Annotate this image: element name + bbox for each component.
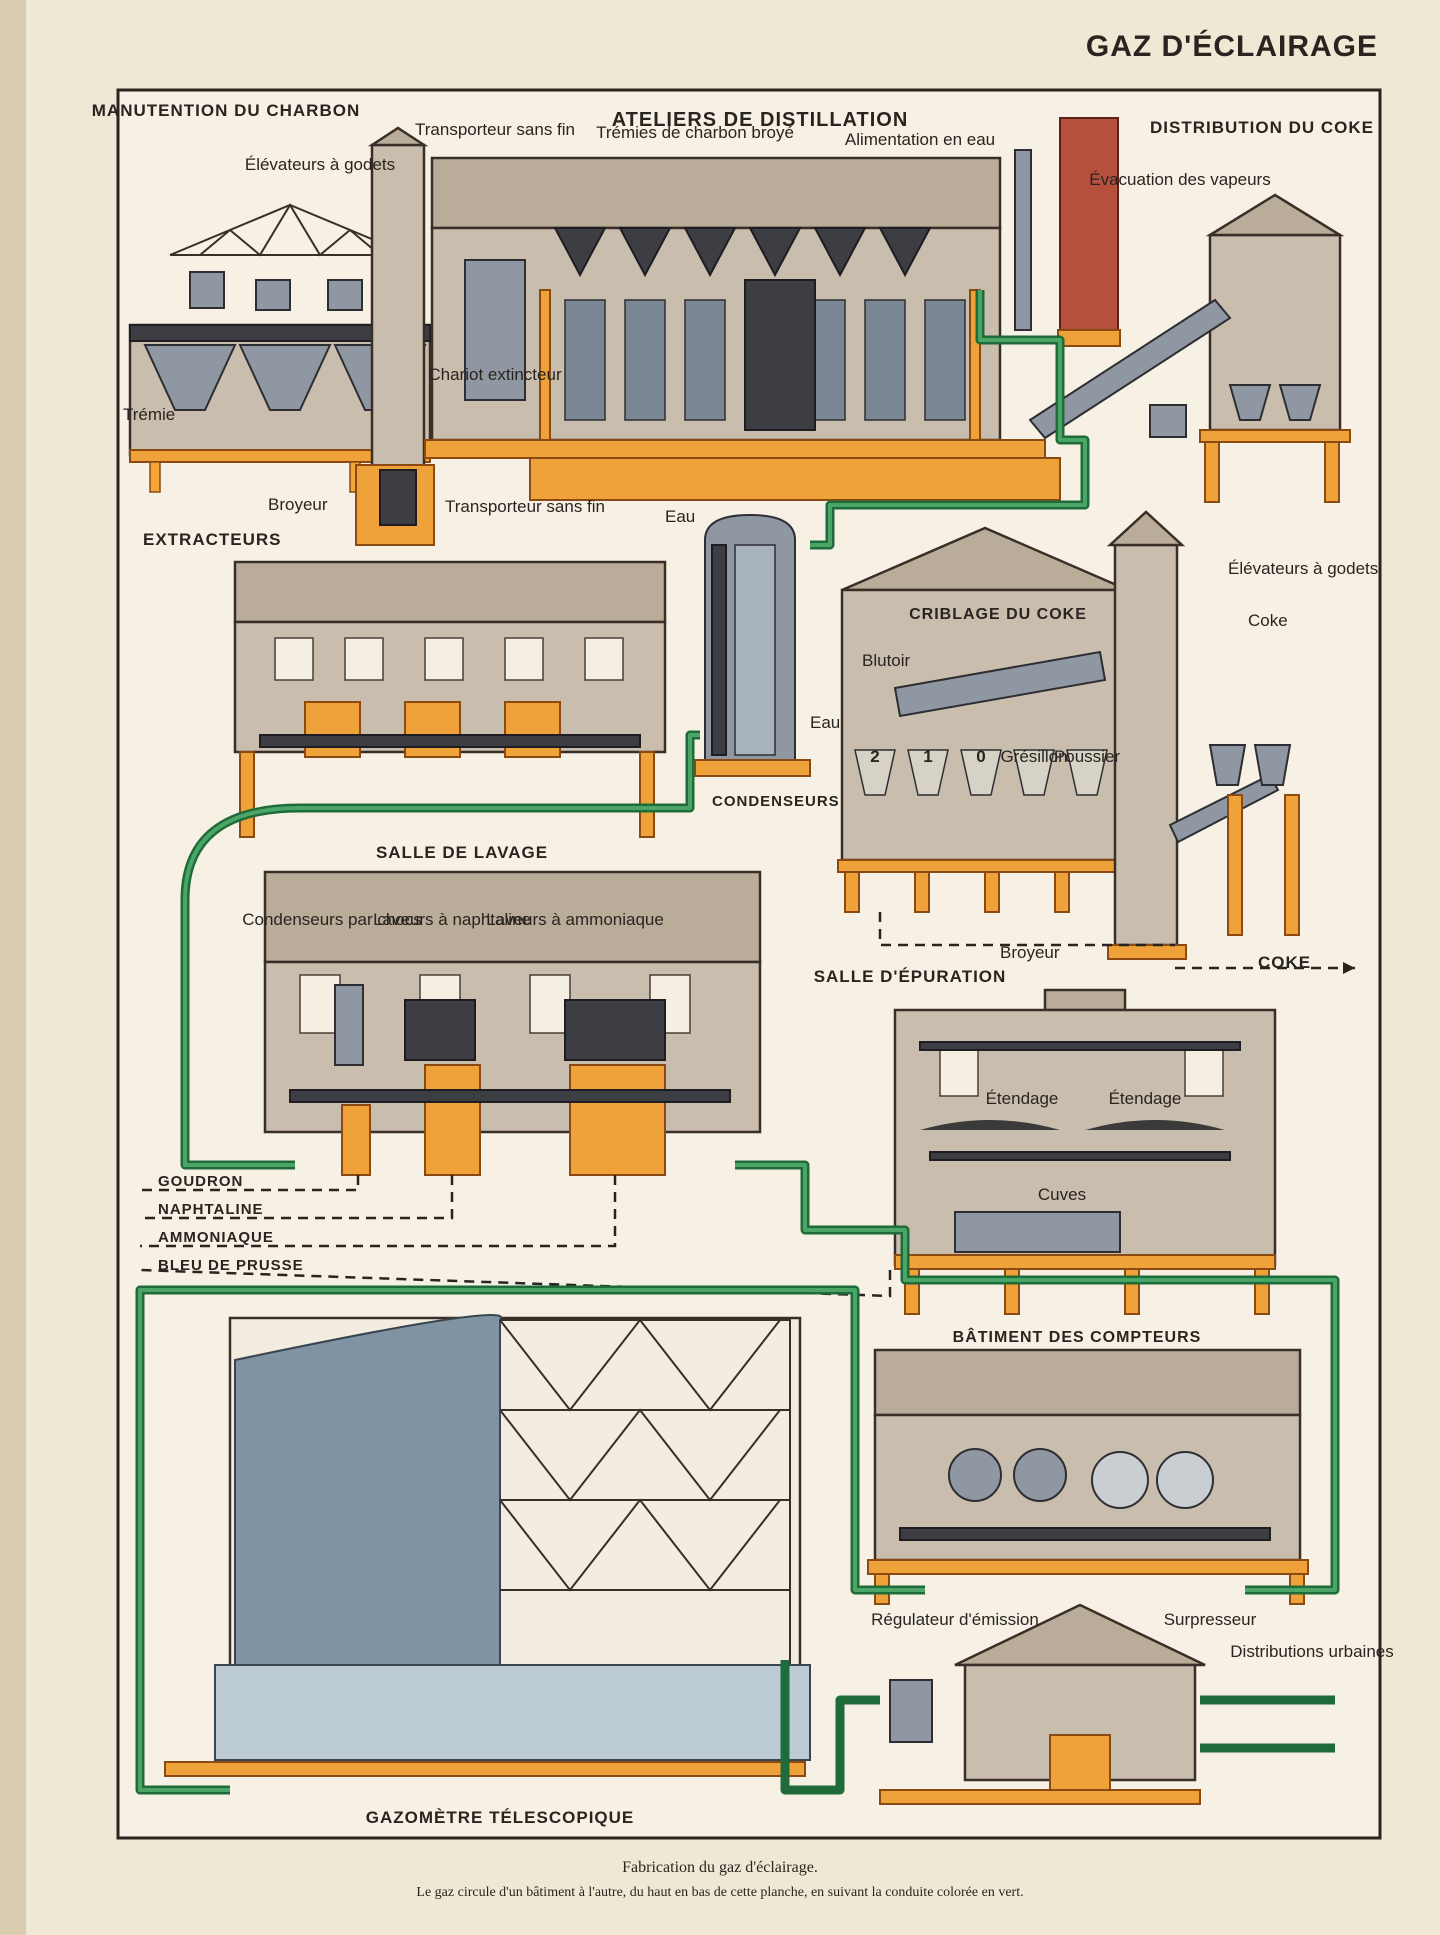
caption-text: Le gaz circule d'un bâtiment à l'autre, … xyxy=(416,1885,1023,1900)
emission-regulator-line: Régulateur d'émission xyxy=(871,1610,1039,1629)
label-vapour-exhaust: Évacuation des vapeurs xyxy=(1089,170,1270,189)
purification-room-line: SALLE D'ÉPURATION xyxy=(814,967,1007,986)
label-gasometer: GAZOMÈTRE TÉLESCOPIQUE xyxy=(366,1808,635,1827)
label-purification-room: SALLE D'ÉPURATION xyxy=(814,967,1007,986)
byproduct-ammoniaque: AMMONIAQUE xyxy=(158,1229,274,1246)
label-booster: Surpresseur xyxy=(1164,1610,1257,1629)
distillation-building xyxy=(424,156,1061,501)
label-meters-building: BÂTIMENT DES COMPTEURS xyxy=(953,1327,1202,1346)
byproduct-lines xyxy=(139,1175,892,1298)
meters-building xyxy=(867,1348,1309,1605)
coal-elevator-tower xyxy=(355,126,435,546)
label-spreading-right: Étendage xyxy=(1109,1089,1182,1108)
coal-handling-line: MANUTENTION DU CHARBON xyxy=(92,101,360,120)
size-label-gresillon: Grésillon xyxy=(1000,747,1067,766)
label-trolley: Chariot extincteur xyxy=(428,365,562,384)
byproduct-bleu-de-prusse: BLEU DE PRUSSE xyxy=(158,1257,304,1274)
label-extractors: EXTRACTEURS xyxy=(143,530,282,549)
label-hopper: Trémie xyxy=(123,405,175,424)
tubular-condenser xyxy=(694,513,811,777)
label-bucket-elevators-top: Élévateurs à godets xyxy=(245,155,395,174)
size-label-2: 2 xyxy=(870,747,879,766)
label-ammonia-washers: Laveurs à ammoniaque xyxy=(486,910,664,929)
label-crusher-top: Broyeur xyxy=(268,495,328,514)
label-conveyor-bottom: Transporteur sans fin xyxy=(445,497,605,516)
label-blutoir: Blutoir xyxy=(862,651,911,670)
purification-building xyxy=(893,988,1277,1315)
label-naphthalene-washers: Laveurs à naphtaline xyxy=(373,910,531,929)
size-label-0: 0 xyxy=(976,747,985,766)
label-emission-regulator: Régulateur d'émission xyxy=(871,1610,1039,1629)
binding-edge xyxy=(0,0,26,1935)
coke-output-line xyxy=(878,912,1355,970)
washing-room-building xyxy=(263,870,762,1176)
label-conveyor-top: Transporteur sans fin xyxy=(415,120,575,139)
chimney xyxy=(1014,117,1121,347)
size-label-poussier: Poussier xyxy=(1054,747,1120,766)
label-coke-screening: CRIBLAGE DU COKE xyxy=(909,606,1087,623)
label-distillation: ATELIERS DE DISTILLATION xyxy=(612,109,909,131)
label-water-out: Eau xyxy=(810,713,840,732)
size-label-1: 1 xyxy=(923,747,932,766)
byproduct-goudron: GOUDRON xyxy=(158,1173,243,1190)
coke-arrow-icon xyxy=(1343,962,1355,974)
label-hoppers: Trémies de charbon broyé xyxy=(596,123,794,142)
label-crusher-coke: Broyeur xyxy=(1000,943,1060,962)
label-washing-room: SALLE DE LAVAGE xyxy=(376,843,548,862)
label-water-supply: Alimentation en eau xyxy=(845,130,995,149)
coke-distribution-building xyxy=(1028,193,1351,503)
gas-pipe xyxy=(135,290,1340,1795)
label-spreading-left: Étendage xyxy=(986,1089,1059,1108)
label-coal-handling: MANUTENTION DU CHARBON xyxy=(92,101,360,120)
extractors-building xyxy=(233,560,667,838)
regulator-house xyxy=(879,1603,1206,1805)
gasometer xyxy=(164,1314,811,1777)
label-bucket-elevators-right: Élévateurs à godets xyxy=(1228,559,1378,578)
label-coke-distribution: DISTRIBUTION DU COKE xyxy=(1150,118,1374,137)
label-shock-condensers: Condenseurs par chocs xyxy=(242,910,422,929)
byproduct-naphtaline: NAPHTALINE xyxy=(158,1201,264,1218)
label-urban-distribution: Distributions urbaines xyxy=(1230,1642,1393,1661)
label-coke: Coke xyxy=(1248,611,1288,630)
label-water-in: Eau xyxy=(665,507,695,526)
coke-elevator-tower xyxy=(1106,510,1300,960)
caption-title: Fabrication du gaz d'éclairage. xyxy=(622,1859,818,1876)
page-title: GAZ D'ÉCLAIRAGE xyxy=(1086,29,1378,63)
label-tanks: Cuves xyxy=(1038,1185,1086,1204)
coke-screening-building xyxy=(837,526,1134,913)
